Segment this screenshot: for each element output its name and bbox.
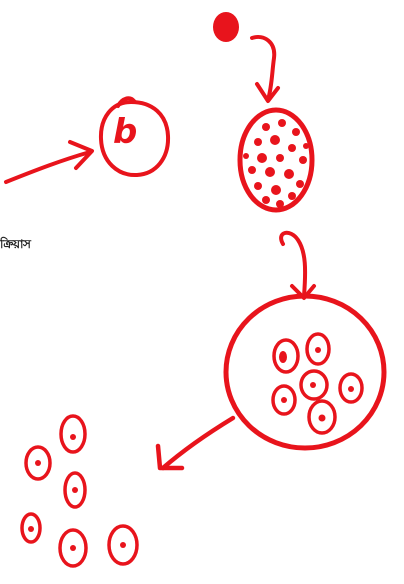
large-cell-icon — [226, 296, 384, 448]
curved-arrow-icon — [281, 233, 314, 298]
small-cell-icon — [22, 416, 137, 566]
solid-dot-icon — [213, 12, 239, 42]
spotted-oval-icon — [240, 110, 312, 210]
straight-arrow-icon — [6, 142, 92, 182]
cell-letter: b — [113, 112, 137, 152]
straight-arrow-icon — [158, 418, 233, 468]
curved-arrow-icon — [252, 37, 278, 101]
